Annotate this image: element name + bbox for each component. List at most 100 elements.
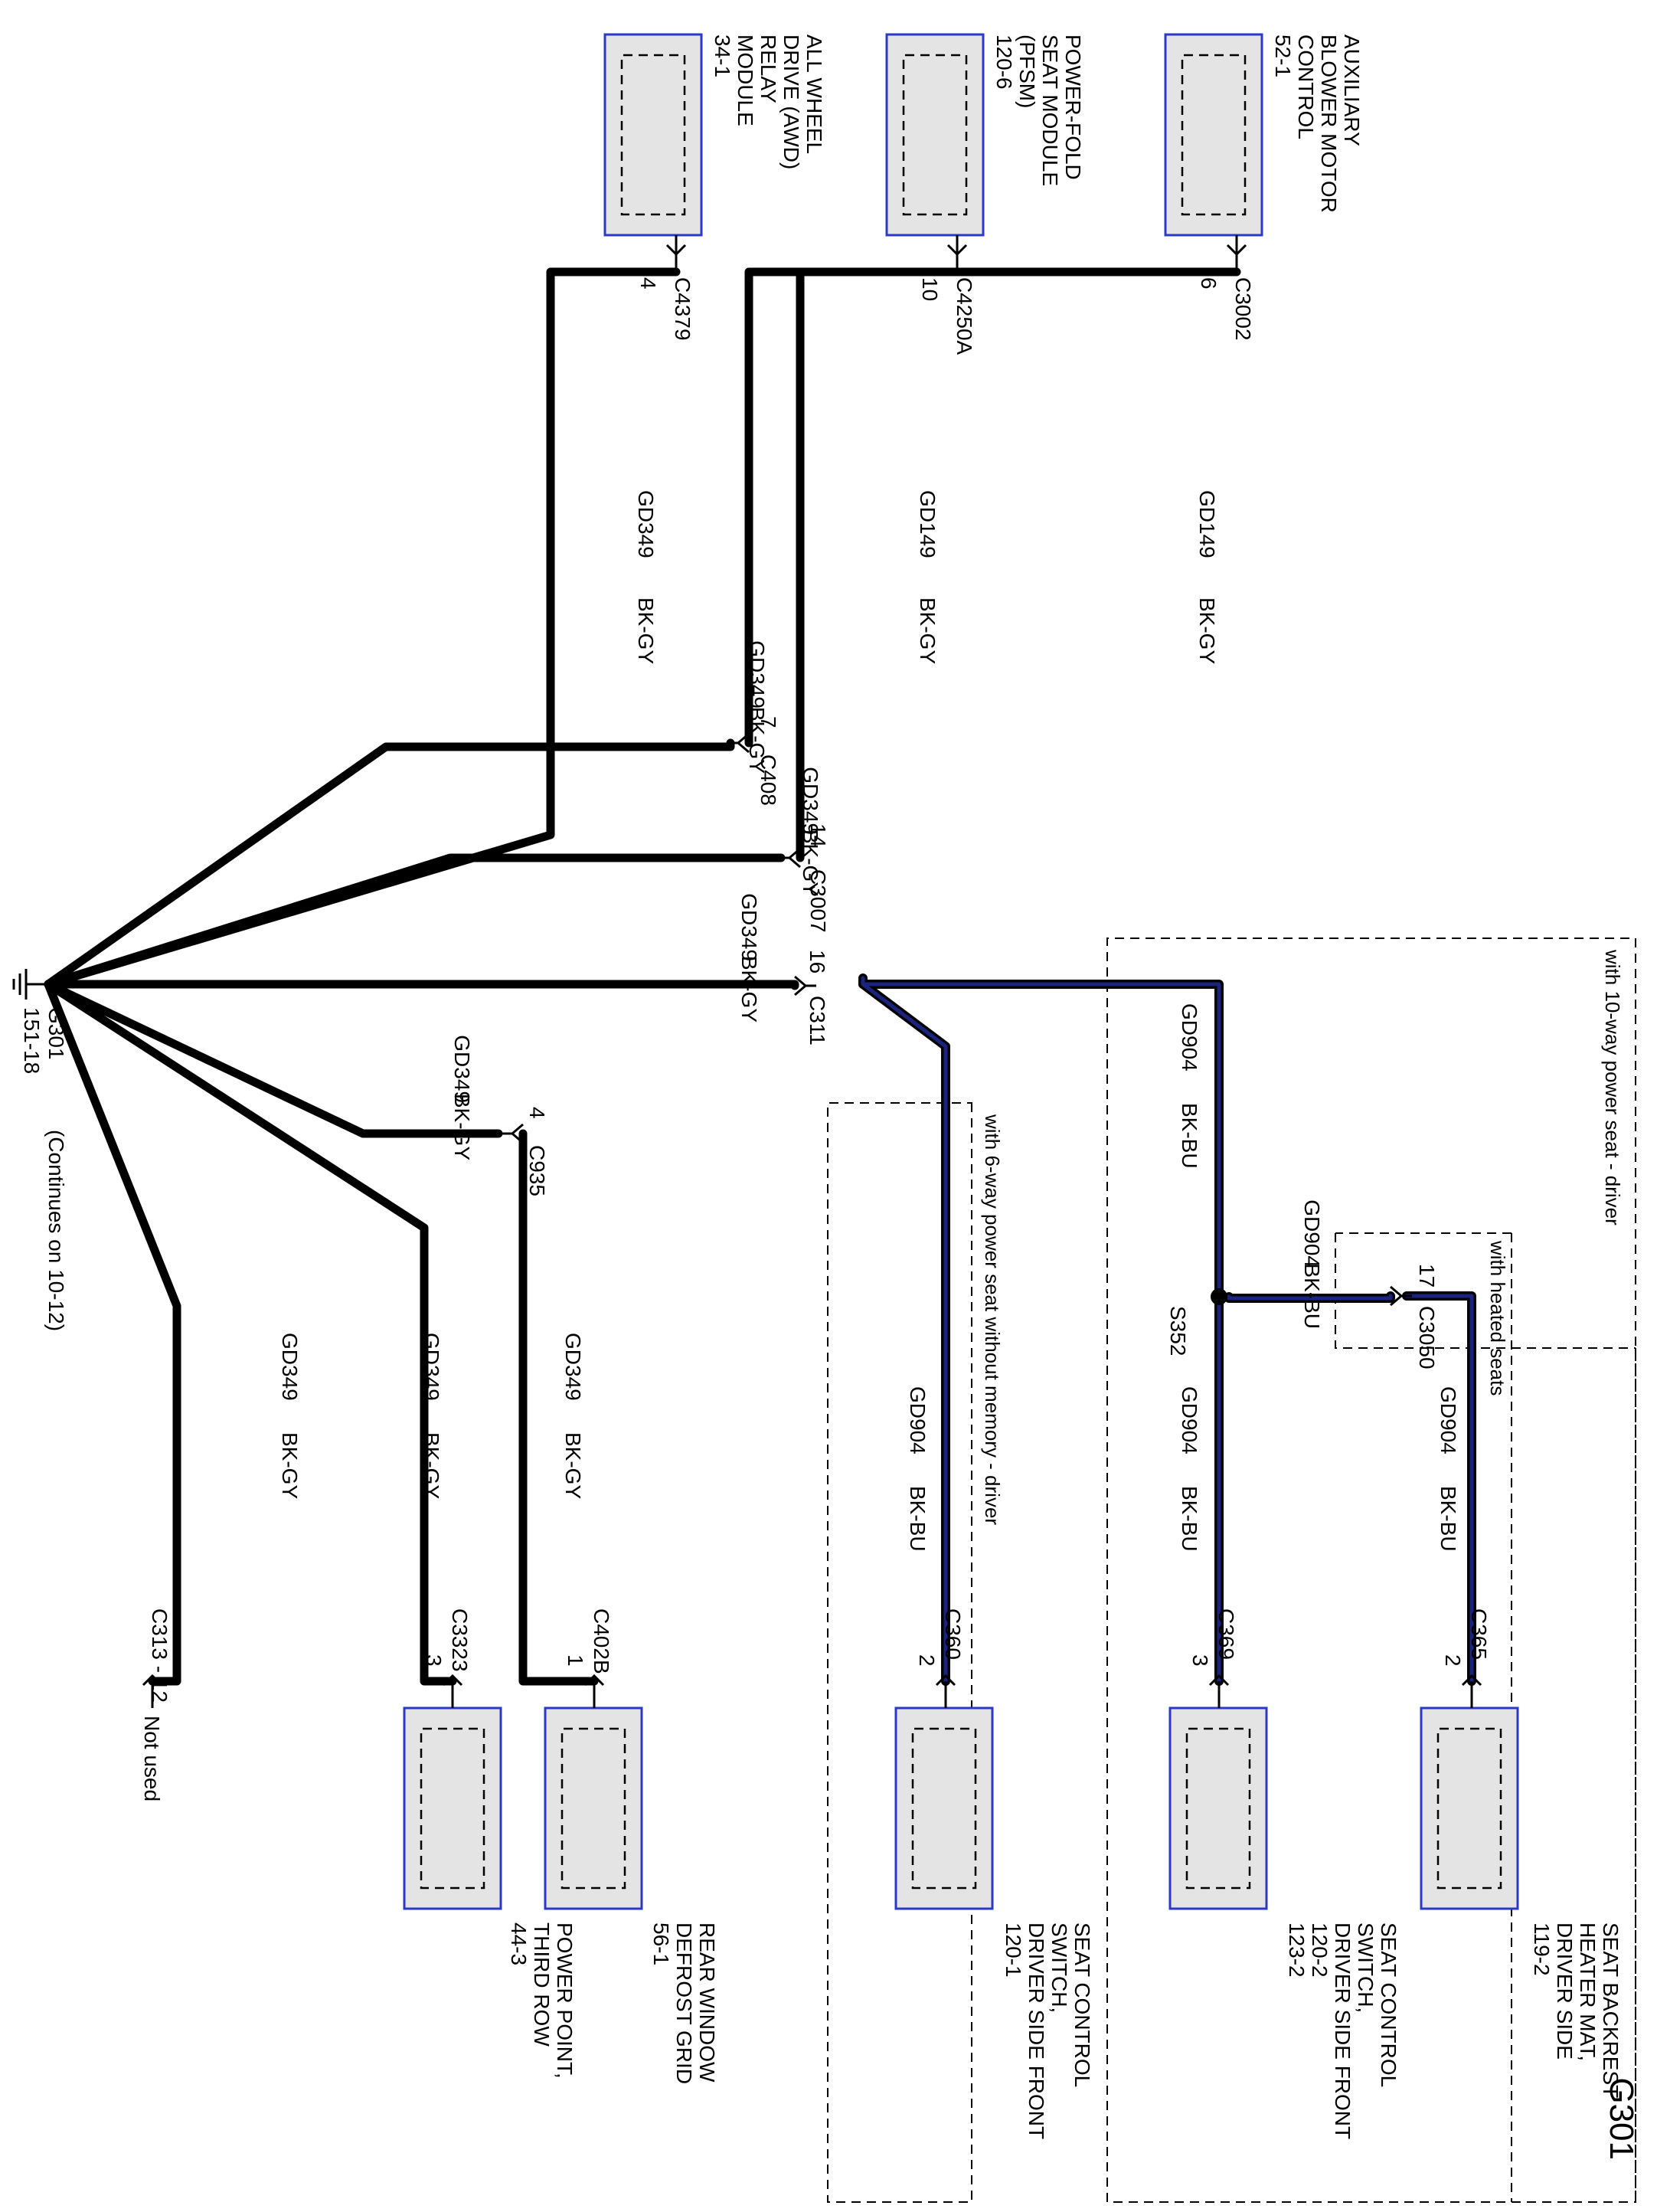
- pin-c408: 7: [757, 716, 780, 728]
- wire-label-heater-color: BK-BU: [1436, 1486, 1460, 1552]
- wire-c935-to-ground: [44, 980, 503, 1138]
- connector-c313-symbol: [142, 1674, 163, 1708]
- wire-label-rear-defrost-circuit: GD349: [561, 1333, 585, 1401]
- connector-labels: C3002 6 C4250A 10 C4379 4 C365 2 C369 3 …: [140, 277, 1491, 1801]
- modules: [142, 33, 1519, 1910]
- label-backrest-heater: SEAT BACKREST HEATER MAT, DRIVER SIDE 11…: [1530, 1922, 1623, 2104]
- wire-label-c311-color: BK-GY: [737, 956, 761, 1023]
- connector-c4250a: C4250A: [953, 277, 976, 355]
- connector-c3007: C3007: [806, 869, 830, 933]
- wire-label-c313-color: BK-GY: [278, 1432, 302, 1499]
- wire-rear-defrost-to-c935: [518, 1129, 599, 1686]
- module-blower: [1164, 33, 1263, 272]
- wire-label-c311-circuit: GD349: [737, 893, 761, 961]
- wire-c313: [44, 980, 181, 1686]
- wire-label-10way-main-circuit: GD904: [1178, 1003, 1201, 1072]
- wire-label-awd-circuit: GD349: [634, 490, 658, 558]
- wire-label-10way-switch-circuit: GD904: [1178, 1386, 1201, 1454]
- module-power-point: [403, 1674, 502, 1910]
- splice-s352-label: S352: [1166, 1306, 1190, 1356]
- connector-c3007-symbol: [779, 847, 801, 869]
- pin-c311: 16: [806, 950, 829, 973]
- option-label-10-way: with 10-way power seat - driver: [1601, 949, 1624, 1225]
- wire-label-power-point-color: BK-GY: [420, 1432, 443, 1499]
- wire-label-pfsm-circuit: GD149: [916, 490, 940, 558]
- wire-label-heated-branch-circuit: GD904: [1300, 1199, 1324, 1268]
- wire-power-point: [44, 980, 457, 1686]
- wire-label-c935-color: BK-GY: [450, 1094, 474, 1160]
- wire-c408-to-ground: [44, 738, 735, 989]
- label-power-point: POWER POINT, THIRD ROW 44-3: [507, 1922, 577, 2085]
- wire-label-pfsm-color: BK-GY: [916, 597, 940, 664]
- wire-label-c313-circuit: GD349: [278, 1333, 302, 1401]
- connector-c313: C313 - 12: [148, 1608, 172, 1703]
- label-pfsm: POWER-FOLD SEAT MODULE (PFSM) 120-6: [992, 34, 1085, 192]
- pin-c4250a: 10: [918, 277, 942, 301]
- ground-label: G301: [44, 1007, 68, 1060]
- label-seat-switch-6way: SEAT CONTROL SWITCH, DRIVER SIDE FRONT 1…: [1002, 1922, 1094, 2145]
- connector-c311-symbol: [794, 975, 816, 996]
- wire-label-blower-circuit: GD149: [1195, 490, 1219, 558]
- connector-c408: C408: [757, 754, 780, 806]
- wire-label-rear-defrost-color: BK-GY: [561, 1432, 585, 1499]
- option-label-heated: with heated seats: [1486, 1240, 1509, 1396]
- label-seat-switch-10way: SEAT CONTROL SWITCH, DRIVER SIDE FRONT 1…: [1285, 1922, 1400, 2145]
- module-rear-defrost: [544, 1674, 643, 1910]
- label-rear-defrost: REAR WINDOW DEFROST GRID 56-1: [649, 1922, 719, 2090]
- pin-c360: 2: [915, 1654, 939, 1667]
- connector-c360: C360: [941, 1608, 965, 1660]
- connector-c3002: C3002: [1231, 277, 1255, 341]
- connector-c365: C365: [1467, 1608, 1491, 1660]
- wire-label-c408-circuit: GD349: [745, 640, 769, 708]
- module-seat-switch-6way: [894, 1674, 994, 1910]
- wire-label-heater-circuit: GD904: [1436, 1386, 1460, 1454]
- ground-ref: 151-18: [20, 1007, 44, 1074]
- pin-c4379: 4: [636, 277, 660, 290]
- connector-c408-symbol: [727, 732, 750, 754]
- module-seat-switch-10way: [1168, 1674, 1268, 1910]
- connector-c3323: C3323: [448, 1608, 472, 1672]
- wire-label-10way-switch-color: BK-BU: [1178, 1486, 1201, 1552]
- page-title: G301: [1603, 2077, 1640, 2160]
- wire-label-c3007-circuit: GD349: [799, 767, 822, 835]
- splice-s352-dot: [1211, 1288, 1227, 1305]
- ground-symbol: [12, 969, 48, 1000]
- connector-c3050-symbol: [1390, 1285, 1412, 1307]
- pin-c402b: 1: [564, 1654, 587, 1667]
- wire-labels: GD149 BK-GY GD149 BK-GY GD349 BK-GY GD34…: [278, 490, 1460, 1552]
- wire-label-power-point-circuit: GD349: [420, 1333, 443, 1401]
- pin-c935: 4: [525, 1107, 549, 1119]
- connector-c311: C311: [806, 996, 829, 1045]
- option-label-6-way: with 6-way power seat without memory - d…: [981, 1114, 1004, 1525]
- wire-awd: [44, 267, 681, 989]
- wire-label-c408-color: BK-GY: [745, 707, 769, 774]
- module-backrest-heater: [1420, 1674, 1519, 1910]
- component-labels: AUXILIARY BLOWER MOTOR CONTROL 52-1 POWE…: [507, 34, 1623, 2145]
- wire-label-c3007-color: BK-GY: [799, 830, 822, 896]
- module-pfsm: [885, 33, 985, 272]
- connector-c402b: C402B: [590, 1608, 613, 1674]
- wire-label-6way-circuit: GD904: [906, 1386, 930, 1454]
- label-blower: AUXILIARY BLOWER MOTOR CONTROL 52-1: [1271, 34, 1364, 219]
- wire-blower-to-c3007: [796, 267, 1241, 862]
- connector-c935: C935: [525, 1145, 549, 1196]
- wire-label-10way-main-color: BK-BU: [1178, 1103, 1201, 1169]
- connector-c313-note: Not used: [140, 1716, 164, 1801]
- pin-c3002: 6: [1197, 277, 1221, 290]
- wire-c3007-to-ground: [44, 853, 786, 989]
- option-box-6-way: [827, 1102, 972, 2203]
- pin-c369: 3: [1188, 1654, 1212, 1667]
- module-awd: [603, 33, 703, 272]
- pin-c3323: 3: [422, 1654, 446, 1667]
- connector-c3050: C3050: [1415, 1306, 1439, 1369]
- inline-connector-symbols: [502, 732, 1412, 1307]
- wire-label-blower-color: BK-GY: [1195, 597, 1219, 664]
- connector-c369: C369: [1214, 1608, 1238, 1660]
- label-awd: ALL WHEEL DRIVE (AWD) RELAY MODULE 34-1: [711, 34, 826, 175]
- wires-black: [44, 267, 1241, 1686]
- ground-note: (Continues on 10-12): [44, 1130, 68, 1331]
- connector-c4379: C4379: [671, 277, 695, 341]
